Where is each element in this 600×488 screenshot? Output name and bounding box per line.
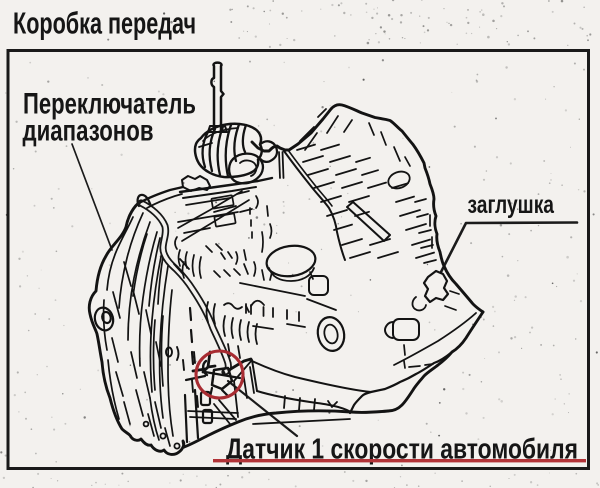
- svg-text:Коробка передач: Коробка передач: [13, 6, 196, 41]
- svg-text:Переключатель: Переключатель: [23, 88, 196, 121]
- svg-text:заглушка: заглушка: [468, 191, 555, 219]
- svg-text:диапазонов: диапазонов: [23, 115, 154, 148]
